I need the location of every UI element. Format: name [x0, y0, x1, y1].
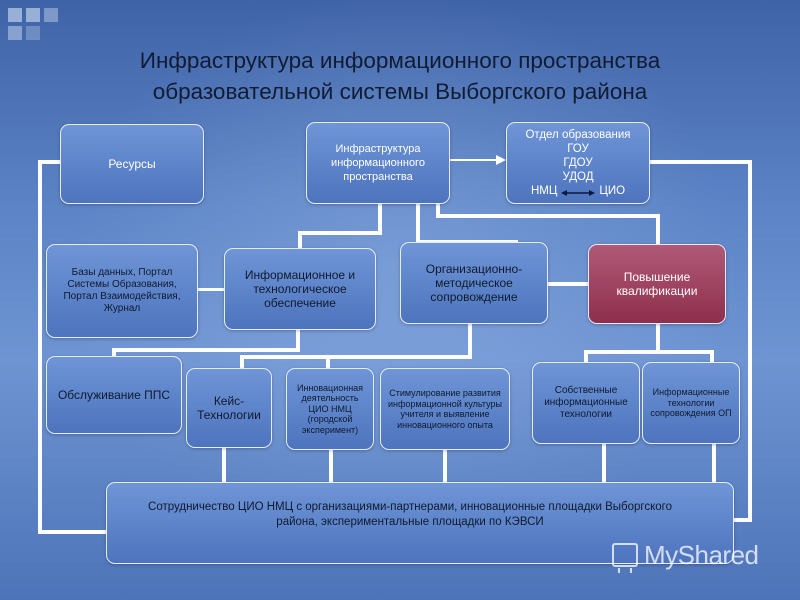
node-education-dept: Отдел образования ГОУ ГДОУ УДОД НМЦ ЦИО — [506, 122, 650, 204]
connector-qual-down — [656, 322, 660, 352]
dept-line-2: ГОУ — [525, 142, 630, 156]
connector-right-vertical — [748, 160, 752, 522]
connector-left-bottom — [38, 530, 108, 534]
connector-org-down — [468, 322, 472, 358]
node-info-tech: Информационное и технологическое обеспеч… — [224, 248, 376, 330]
node-case-tech: Кейс-Технологии — [186, 368, 272, 448]
node-pps-service-label: Обслуживание ППС — [58, 388, 170, 402]
node-databases: Базы данных, Портал Системы Образования,… — [46, 244, 198, 338]
title-line-2: образовательной системы Выборгского райо… — [40, 76, 760, 107]
connector-db-to-info — [196, 288, 226, 291]
connector-own-to-coop — [602, 443, 606, 485]
connector-qual-h — [584, 350, 714, 354]
connector-to-info-tech — [298, 231, 302, 249]
presentation-board-icon — [612, 543, 638, 567]
node-cooperation-label: Сотрудничество ЦИО НМЦ с организациями-п… — [127, 500, 693, 530]
connector-to-qualification — [656, 214, 660, 246]
node-infrastructure-label: Инфраструктура информационного пространс… — [310, 142, 446, 184]
connector-infra-down-1 — [378, 200, 382, 232]
node-org-method: Организационно-методическое сопровождени… — [400, 242, 548, 324]
node-innovation-label: Инновационная деятельность ЦИО НМЦ (горо… — [291, 383, 369, 436]
watermark-text: MyShared — [644, 540, 759, 571]
connector-infra-down-2 — [416, 200, 420, 244]
double-arrow-icon — [561, 187, 595, 195]
node-op-support: Информационные технологии сопровождения … — [642, 362, 740, 444]
connector-innov-to-coop — [329, 447, 333, 485]
connector-infra-h-3 — [436, 214, 658, 218]
node-resources-label: Ресурсы — [108, 157, 155, 171]
title-line-1: Инфраструктура информационного пространс… — [40, 45, 760, 76]
node-stimulation-label: Стимулирование развития информационной к… — [387, 388, 503, 430]
node-info-tech-label: Информационное и технологическое обеспеч… — [233, 268, 367, 310]
connector-org-to-qual — [546, 282, 590, 286]
watermark: MyShared — [612, 538, 792, 572]
connector-info-h — [112, 348, 300, 352]
connector-infra-to-dept — [450, 159, 498, 161]
node-pps-service: Обслуживание ППС — [46, 356, 182, 434]
connector-infra-h-1 — [298, 231, 382, 235]
node-qualification-label: Повышение квалификации — [599, 270, 715, 298]
node-own-tech-label: Собственные информационные технологии — [539, 385, 633, 421]
connector-right-bottom — [732, 518, 752, 522]
node-qualification: Повышение квалификации — [588, 244, 726, 324]
node-org-method-label: Организационно-методическое сопровождени… — [411, 262, 537, 304]
connector-right-top — [648, 160, 752, 164]
node-resources: Ресурсы — [60, 124, 204, 204]
node-infrastructure: Инфраструктура информационного пространс… — [306, 122, 450, 204]
slide-title: Инфраструктура информационного пространс… — [40, 45, 760, 107]
node-own-tech: Собственные информационные технологии — [532, 362, 640, 444]
dept-line-3: ГДОУ — [525, 156, 630, 170]
connector-case-to-coop — [222, 447, 226, 485]
node-innovation: Инновационная деятельность ЦИО НМЦ (горо… — [286, 368, 374, 450]
dept-nmc-label: НМЦ — [531, 184, 557, 198]
connector-op-to-coop — [712, 443, 716, 485]
connector-org-h — [240, 355, 472, 359]
arrowhead-to-dept — [496, 155, 506, 165]
node-case-tech-label: Кейс-Технологии — [195, 394, 263, 422]
node-op-support-label: Информационные технологии сопровождения … — [647, 387, 735, 419]
dept-cio-label: ЦИО — [599, 184, 625, 198]
dept-line-4: УДОД — [525, 170, 630, 184]
connector-stim-to-coop — [443, 450, 447, 485]
dept-line-1: Отдел образования — [525, 128, 630, 142]
connector-left-vertical — [38, 160, 42, 532]
node-stimulation: Стимулирование развития информационной к… — [380, 368, 510, 450]
connector-left-top — [38, 160, 60, 164]
node-databases-label: Базы данных, Портал Системы Образования,… — [53, 267, 191, 315]
corner-decoration — [0, 0, 70, 50]
